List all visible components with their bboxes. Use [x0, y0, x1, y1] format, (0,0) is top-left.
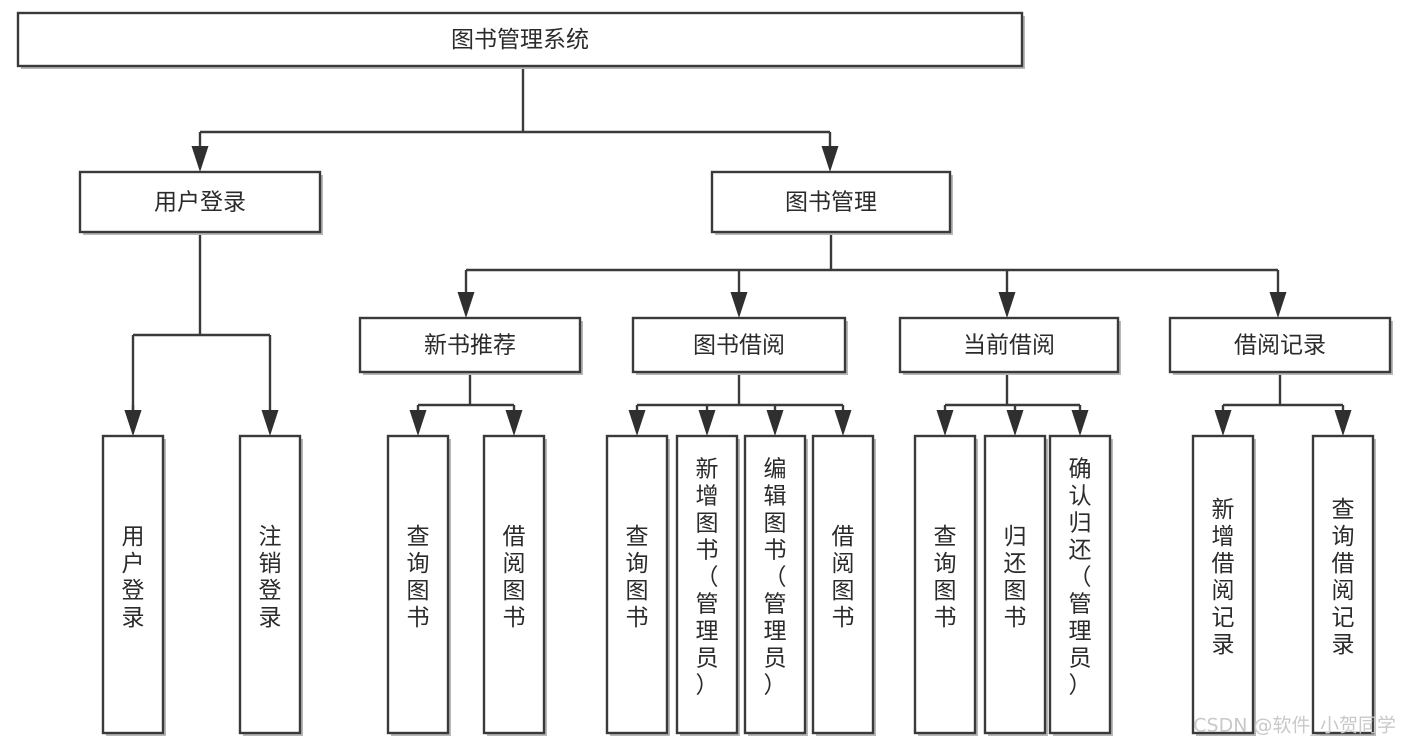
node-label: 查询借阅记录: [1332, 497, 1355, 658]
user-login-arrow-1-head: [261, 410, 279, 436]
connector-layer: [124, 66, 1352, 436]
leaf-arrow-0-head: [124, 410, 142, 436]
node-rect[interactable]: [631, 316, 847, 374]
leaf-arrow-5-head: [766, 410, 784, 436]
node-label: 用户登录: [122, 524, 145, 631]
node-rect[interactable]: [78, 170, 322, 234]
node-rect[interactable]: [1311, 434, 1375, 735]
node-label: 查询图书: [934, 524, 957, 631]
node-rect[interactable]: [238, 434, 302, 735]
book-manage-arrow-0-head: [457, 292, 475, 318]
root-arrow-0-head: [191, 146, 209, 172]
node-label: 查询图书: [407, 524, 430, 631]
leaf-arrow-9-head: [1071, 410, 1089, 436]
leaf-arrow-10-head: [1214, 410, 1232, 436]
root-arrow-1-head: [821, 146, 839, 172]
node-rect[interactable]: [913, 434, 977, 735]
node-rect[interactable]: [605, 434, 669, 735]
node-leaf-return-book[interactable]: 归还图书: [983, 434, 1048, 736]
node-rect[interactable]: [743, 434, 807, 735]
book-manage-arrow-3-head: [1269, 292, 1287, 318]
book-manage-arrow-2-head: [998, 292, 1016, 318]
node-label: 当前借阅: [963, 333, 1055, 359]
leaf-arrow-8-head: [1006, 410, 1024, 436]
leaf-arrow-4-head: [698, 410, 716, 436]
node-rect[interactable]: [983, 434, 1047, 735]
node-label: 归还图书: [1004, 524, 1027, 631]
node-label: 图书借阅: [693, 333, 785, 359]
node-new-book-recommend[interactable]: 新书推荐: [358, 316, 583, 375]
node-rect[interactable]: [386, 434, 450, 735]
node-leaf-add-record[interactable]: 新增借阅记录: [1191, 434, 1256, 736]
node-leaf-query-book-1[interactable]: 查询图书: [386, 434, 451, 736]
node-leaf-borrow-book-1[interactable]: 借阅图书: [482, 434, 547, 736]
node-label: 注销登录: [259, 524, 282, 631]
node-rect[interactable]: [1168, 316, 1392, 374]
node-label: 查询图书: [626, 524, 649, 631]
csdn-watermark: CSDN @软件_小贺同学: [1193, 715, 1396, 737]
node-leaf-edit-book[interactable]: 编辑图书（管理员）: [743, 434, 808, 736]
node-label: 编辑图书（管理员）: [764, 457, 787, 699]
node-label: 确认归还（管理员）: [1069, 457, 1092, 699]
node-rect[interactable]: [358, 316, 582, 374]
leaf-arrow-7-head: [936, 410, 954, 436]
book-manage-arrow-1-head: [730, 292, 748, 318]
node-label: 用户登录: [154, 190, 246, 216]
node-label: 图书管理系统: [451, 27, 589, 53]
node-rect[interactable]: [16, 11, 1024, 68]
node-leaf-query-book-2[interactable]: 查询图书: [605, 434, 670, 736]
node-book-borrow[interactable]: 图书借阅: [631, 316, 848, 375]
node-label: 借阅记录: [1234, 333, 1326, 359]
node-rect[interactable]: [482, 434, 546, 735]
node-rect[interactable]: [898, 316, 1120, 374]
node-label: 借阅图书: [503, 524, 526, 631]
node-borrow-record[interactable]: 借阅记录: [1168, 316, 1393, 375]
node-leaf-confirm-return[interactable]: 确认归还（管理员）: [1048, 434, 1113, 736]
node-leaf-user-login[interactable]: 用户登录: [101, 434, 166, 736]
node-leaf-query-record[interactable]: 查询借阅记录: [1311, 434, 1376, 736]
node-leaf-query-book-3[interactable]: 查询图书: [913, 434, 978, 736]
leaf-arrow-2-head: [505, 410, 523, 436]
node-label: 新增借阅记录: [1212, 497, 1235, 658]
node-label: 图书管理: [785, 190, 877, 216]
node-current-borrow[interactable]: 当前借阅: [898, 316, 1121, 375]
leaf-arrow-11-head: [1334, 410, 1352, 436]
leaf-arrow-3-head: [628, 410, 646, 436]
node-label: 新增图书（管理员）: [696, 457, 719, 699]
leaf-arrow-6-head: [834, 410, 852, 436]
node-rect[interactable]: [101, 434, 165, 735]
leaf-arrow-1-head: [409, 410, 427, 436]
node-root[interactable]: 图书管理系统: [16, 11, 1025, 69]
node-leaf-add-book[interactable]: 新增图书（管理员）: [675, 434, 740, 736]
node-layer: 图书管理系统用户登录图书管理新书推荐图书借阅当前借阅借阅记录用户登录注销登录查询…: [16, 11, 1393, 736]
node-rect[interactable]: [811, 434, 875, 735]
node-rect[interactable]: [675, 434, 739, 735]
node-leaf-borrow-book-2[interactable]: 借阅图书: [811, 434, 876, 736]
node-label: 新书推荐: [424, 333, 516, 359]
node-label: 借阅图书: [832, 524, 855, 631]
node-leaf-logout-login[interactable]: 注销登录: [238, 434, 303, 736]
node-rect[interactable]: [1191, 434, 1255, 735]
node-rect[interactable]: [710, 170, 952, 234]
node-rect[interactable]: [1048, 434, 1112, 735]
node-book-manage[interactable]: 图书管理: [710, 170, 953, 235]
node-user-login[interactable]: 用户登录: [78, 170, 323, 235]
